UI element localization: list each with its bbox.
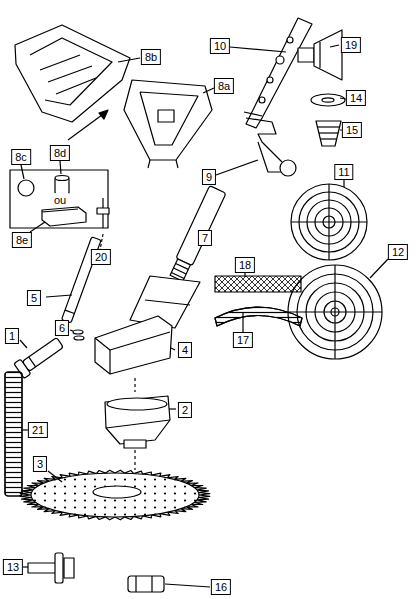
callout-number: 20 [91, 249, 111, 265]
filter-disc-12 [288, 265, 382, 359]
filter-disc-11 [291, 184, 367, 260]
nozzle-19 [298, 30, 342, 80]
callout-number: 3 [33, 456, 47, 472]
part-1 [14, 335, 65, 378]
callout-number: 12 [388, 244, 408, 260]
callout-number: 2 [178, 402, 192, 418]
callout-number: 21 [28, 422, 48, 438]
callout-number: 18 [235, 257, 255, 273]
disc-teeth [20, 470, 210, 520]
dashed-line [134, 378, 135, 392]
arrowhead [99, 110, 108, 119]
callout-number: 8c [11, 149, 31, 165]
fin-8a [124, 80, 212, 168]
tube-7 [168, 186, 226, 282]
spindle-20 [97, 198, 109, 228]
callout-number: 1 [5, 328, 19, 344]
weights-group [10, 170, 108, 228]
callout-number: 9 [202, 169, 216, 185]
arrow-line [68, 112, 106, 140]
body-4 [95, 276, 200, 374]
callout-number: 17 [233, 332, 253, 348]
callout-number: 5 [27, 290, 41, 306]
cone-15 [316, 121, 341, 146]
dashed-line [134, 450, 135, 470]
callout-number: 13 [3, 559, 23, 575]
callout-number: 11 [334, 164, 353, 180]
callout-number: 6 [55, 320, 69, 336]
callout-number: 7 [198, 230, 212, 246]
callout-number: 10 [210, 38, 230, 54]
base-2 [105, 396, 170, 448]
callout-number: 14 [346, 90, 366, 106]
callout-number: 8a [214, 78, 234, 94]
disc-3 [20, 470, 210, 520]
leader-line [30, 222, 45, 232]
coupling-16 [128, 576, 164, 592]
callout-number: 8d [50, 145, 70, 161]
callout-number: 4 [178, 342, 192, 358]
leader-lines [20, 45, 388, 587]
hose-21 [5, 372, 22, 496]
callout-number: 8b [141, 49, 161, 65]
leader-line [60, 161, 61, 174]
fin-8b [15, 25, 130, 122]
o-rings-6 [73, 330, 84, 340]
ribbed-band-17 [215, 307, 302, 326]
callout-number: 15 [342, 122, 362, 138]
mesh-band-18 [215, 276, 301, 292]
leader-line [21, 165, 24, 179]
callout-number: 16 [211, 579, 231, 595]
clip-9 [246, 118, 296, 176]
lever-10 [244, 18, 312, 128]
note-text: ou [51, 193, 69, 207]
callout-number: 19 [341, 37, 361, 53]
fitting-13 [28, 553, 74, 583]
washer-14 [311, 94, 345, 106]
callout-number: 8e [12, 232, 32, 248]
